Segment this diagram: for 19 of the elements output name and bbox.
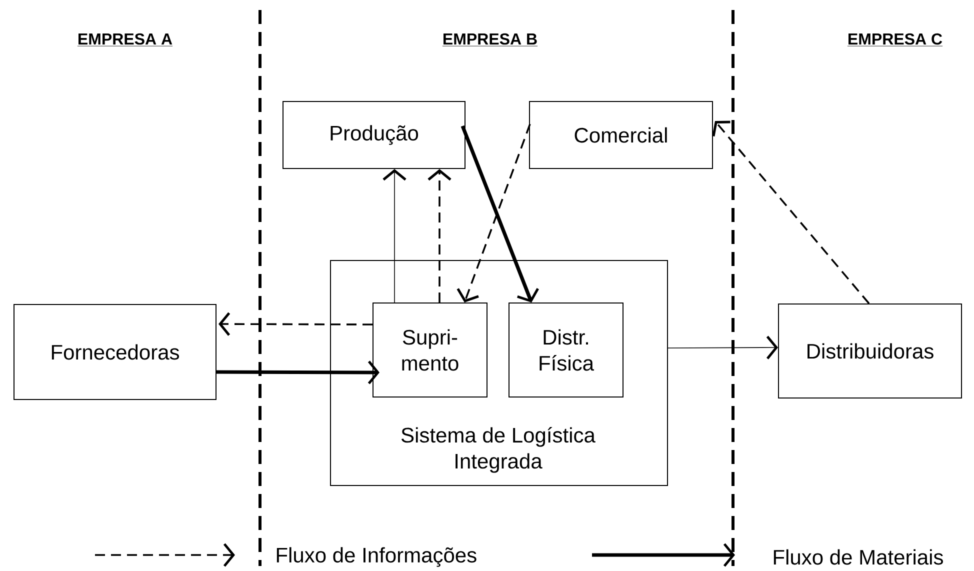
legend-text: Fluxo de Materiais (774, 549, 943, 565)
legend-text: Fluxo de Informações (276, 547, 476, 567)
process-box: Fornecedoras (14, 304, 216, 400)
process-box: Produção (282, 101, 466, 169)
arrow (456, 124, 531, 302)
arrow (428, 169, 452, 302)
arrow (218, 312, 372, 336)
process-box: Distribuidoras (778, 304, 962, 398)
process-box: Distr. Física (508, 302, 624, 398)
process-box: Comercial (529, 101, 713, 169)
company-heading: EMPRESA B (442, 33, 538, 46)
arrow (382, 169, 406, 303)
arrow (460, 125, 539, 302)
arrow (712, 120, 870, 304)
process-box: Supri- mento (372, 302, 488, 398)
arrow (668, 336, 778, 360)
company-heading: EMPRESA C (847, 33, 943, 46)
arrow (216, 360, 380, 384)
company-heading: EMPRESA A (77, 33, 173, 46)
